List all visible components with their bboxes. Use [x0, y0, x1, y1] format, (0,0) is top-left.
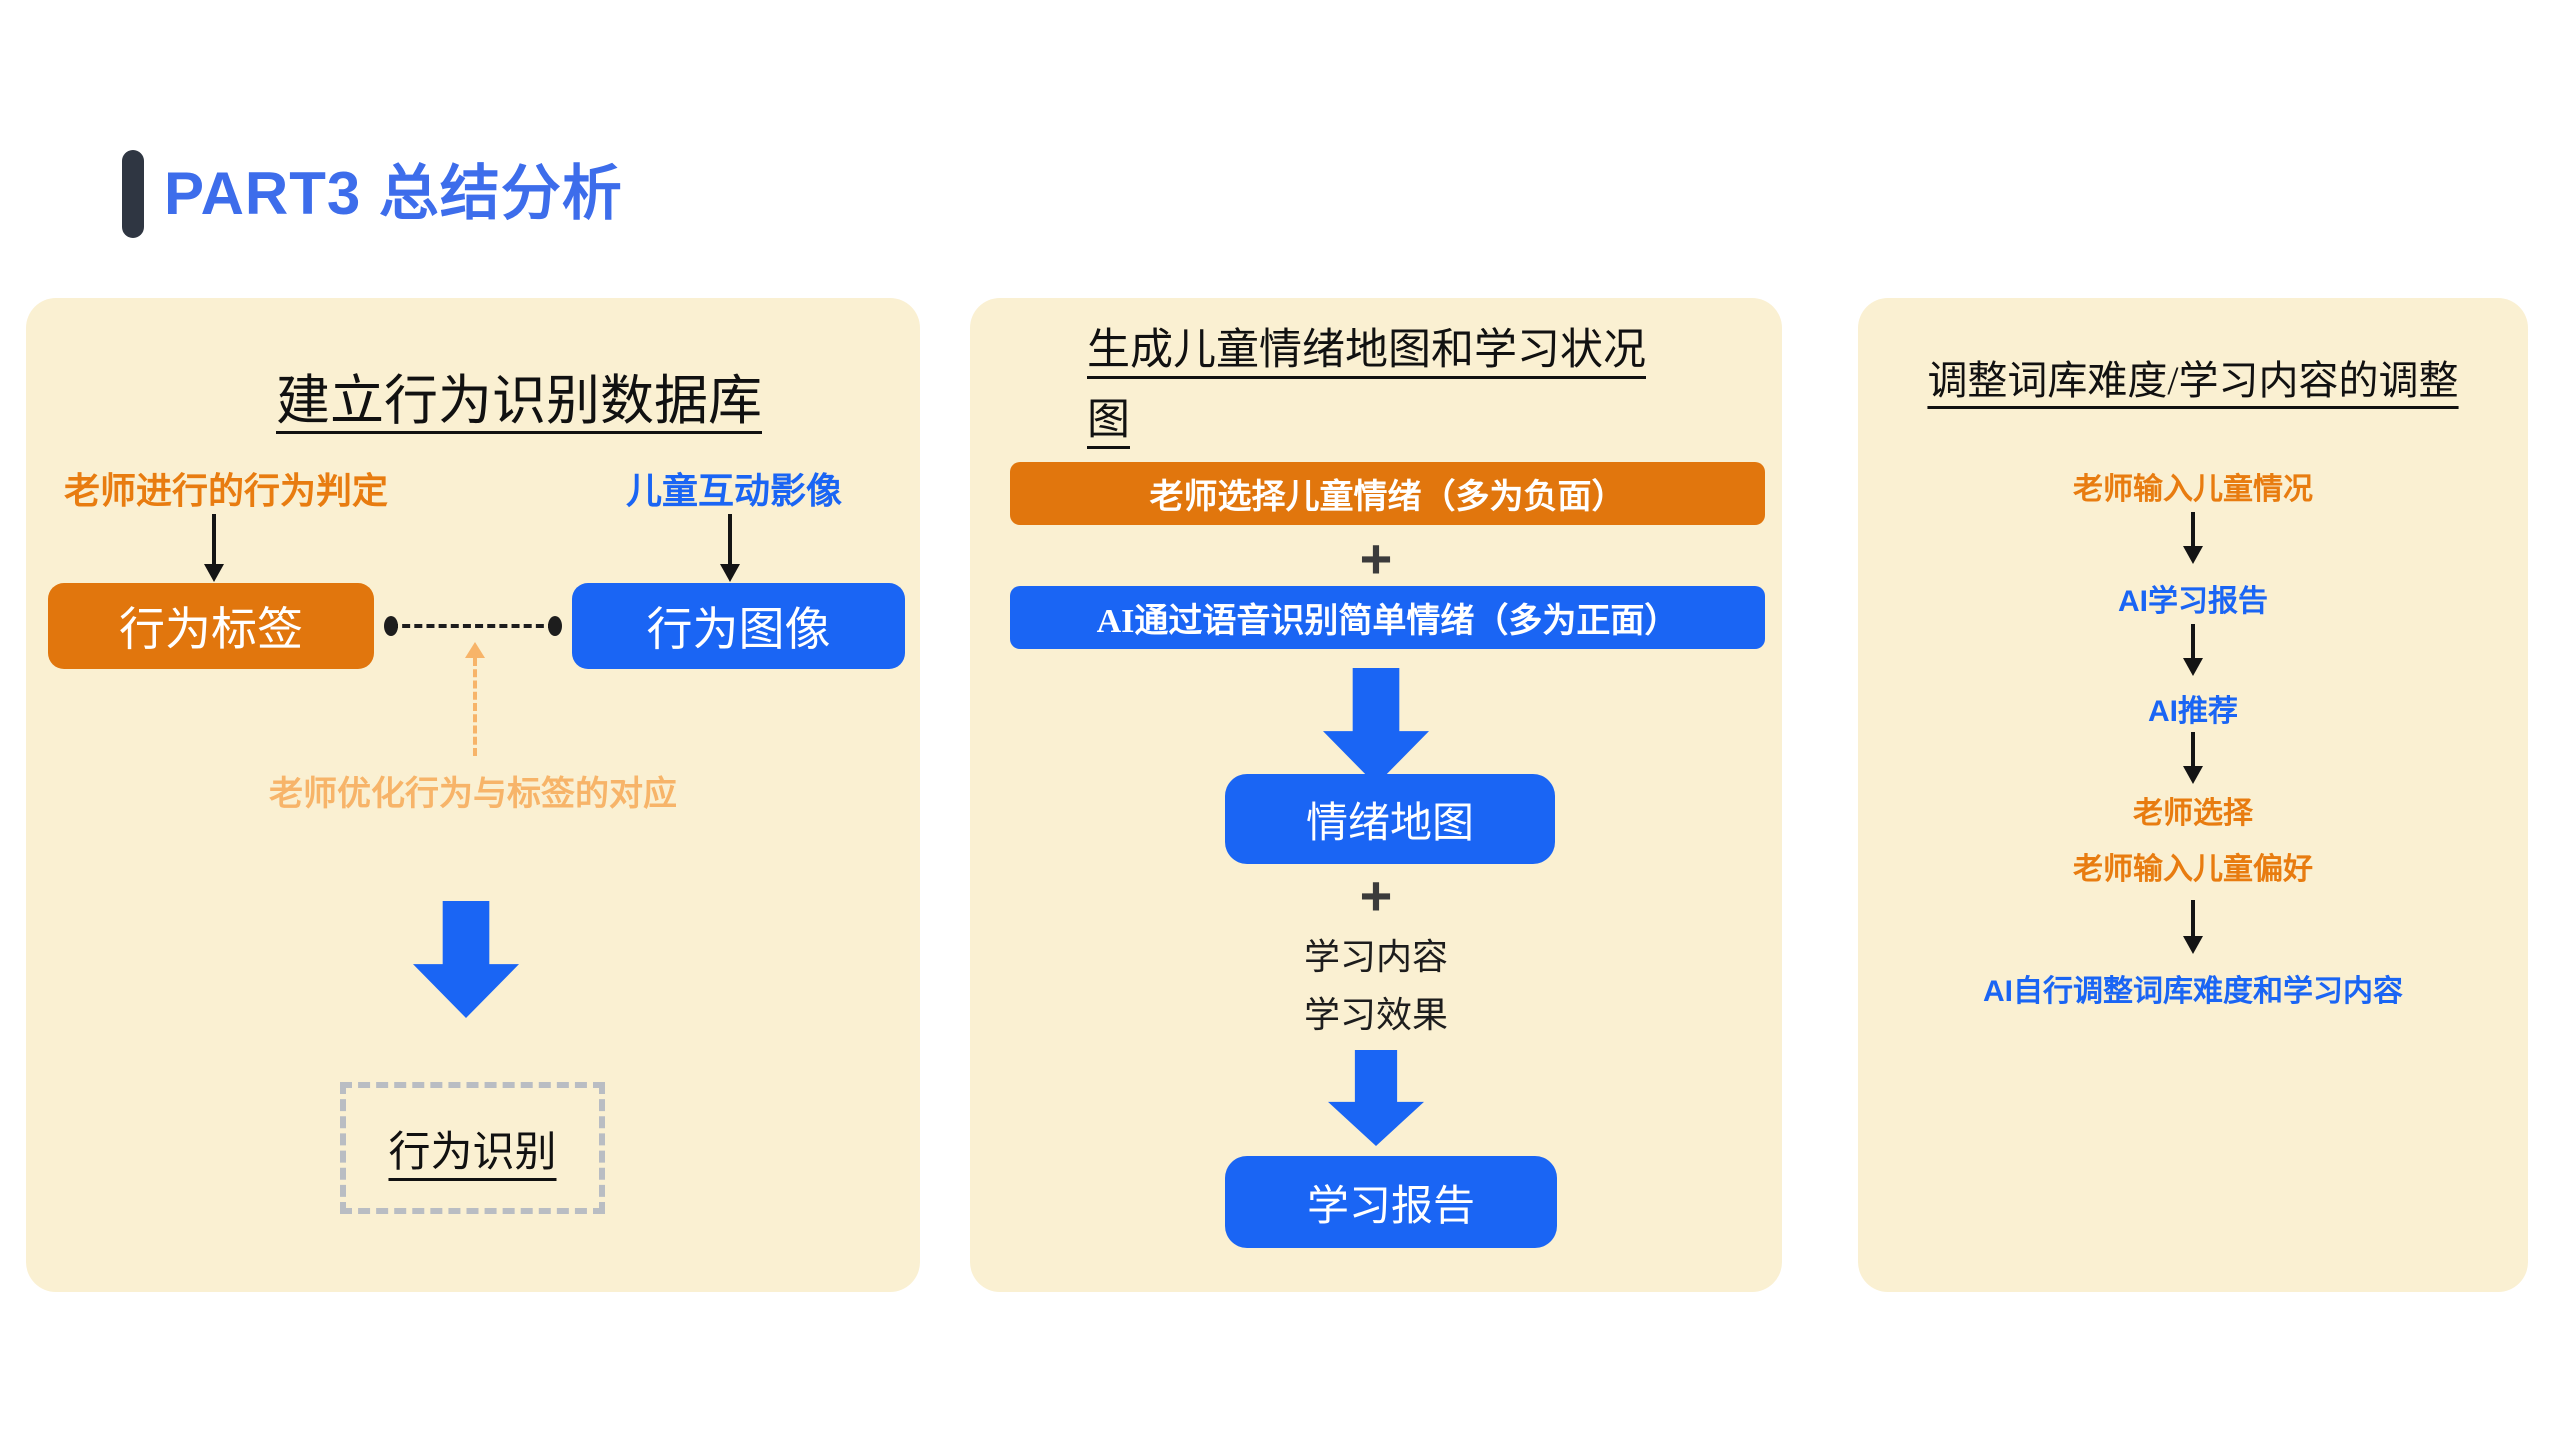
- ai-prefix: AI: [2148, 695, 2178, 728]
- panel-adjustment: 调整词库难度/学习内容的调整 老师输入儿童情况 AI学习报告 AI推荐 老师选择…: [1858, 298, 2528, 1292]
- ai-voice-emotion-bar: AI通过语音识别简单情绪（多为正面）: [1010, 586, 1765, 649]
- page-title: PART3 总结分析: [164, 160, 623, 227]
- down-arrow-icon: [2191, 900, 2195, 938]
- optimize-up-arrow-icon: [465, 642, 485, 756]
- panel-behavior-database: 建立行为识别数据库 老师进行的行为判定 儿童互动影像 行为标签 行为图像 老师优…: [26, 298, 920, 1292]
- learning-report-box: 学习报告: [1225, 1156, 1557, 1248]
- teacher-judgment-label: 老师进行的行为判定: [63, 471, 388, 511]
- behavior-recognition-result-box: 行为识别: [340, 1082, 605, 1214]
- ai-auto-adjust-step: AI自行调整词库难度和学习内容: [1858, 966, 2528, 1010]
- down-arrow-icon: [2191, 624, 2195, 660]
- down-arrow-icon: [728, 514, 732, 566]
- step-text: 学习报告: [2148, 585, 2268, 618]
- panel-header-text: 调整词库难度/学习内容的调整: [1927, 358, 2459, 403]
- down-arrow-icon: [2191, 512, 2195, 548]
- child-video-label: 儿童互动影像: [625, 471, 842, 511]
- teacher-input-preference-step: 老师输入儿童偏好: [2073, 853, 2313, 886]
- down-arrow-icon: [2191, 732, 2195, 768]
- down-arrow-icon: [212, 514, 216, 566]
- ai-learning-report-step: AI学习报告: [1858, 576, 2528, 620]
- panel-header: 建立行为识别数据库: [26, 356, 920, 435]
- step-text: 推荐: [2178, 695, 2238, 728]
- title-accent-bar: [122, 150, 144, 238]
- panel-emotion-map: 生成儿童情绪地图和学习状况 图 老师选择儿童情绪（多为负面） + AI通过语音识…: [970, 298, 1782, 1292]
- big-down-arrow-icon: [1323, 668, 1429, 785]
- step-text: 自行调整词库难度和学习内容: [2013, 975, 2403, 1008]
- teacher-emotion-bar: 老师选择儿童情绪（多为负面）: [1010, 462, 1765, 525]
- big-down-arrow-icon: [413, 901, 519, 1018]
- behavior-tag-box: 行为标签: [48, 583, 374, 669]
- big-down-arrow-icon: [1328, 1050, 1424, 1146]
- panel-header: 调整词库难度/学习内容的调整: [1858, 348, 2528, 406]
- ai-prefix: AI: [1983, 975, 2013, 1008]
- plus-icon: +: [1359, 527, 1393, 590]
- teacher-select-step: 老师选择: [2133, 797, 2253, 830]
- optimize-note: 老师优化行为与标签的对应: [269, 776, 677, 813]
- emotion-map-box: 情绪地图: [1225, 774, 1555, 864]
- teacher-input-status-step: 老师输入儿童情况: [2073, 473, 2313, 506]
- panel-header-line2: 图: [1087, 397, 1130, 444]
- behavior-recognition-label: 行为识别: [388, 1129, 557, 1176]
- dashed-link-icon: [384, 616, 562, 636]
- panel-header: 生成儿童情绪地图和学习状况 图: [1087, 316, 1646, 456]
- panel-header-text: 建立行为识别数据库: [276, 371, 762, 431]
- learning-effect-label: 学习效果: [1303, 995, 1448, 1035]
- plus-icon: +: [1359, 864, 1393, 927]
- panel-header-line1: 生成儿童情绪地图和学习状况: [1087, 327, 1646, 374]
- ai-recommend-step: AI推荐: [1858, 686, 2528, 730]
- learning-content-label: 学习内容: [1303, 937, 1448, 977]
- ai-prefix: AI: [2118, 585, 2148, 618]
- behavior-image-box: 行为图像: [572, 583, 905, 669]
